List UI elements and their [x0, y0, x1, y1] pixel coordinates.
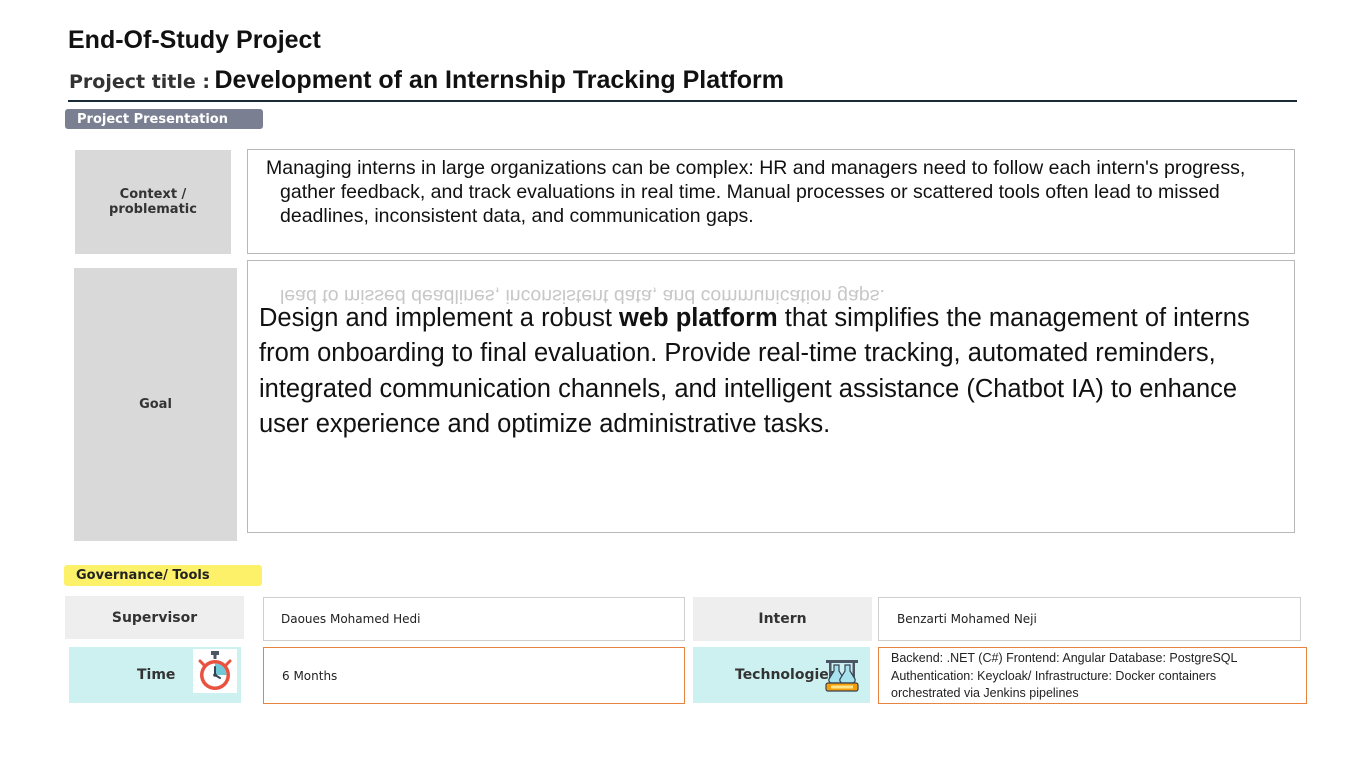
- intern-value[interactable]: Benzarti Mohamed Neji: [878, 597, 1301, 641]
- section-tag-presentation: Project Presentation: [65, 109, 263, 129]
- goal-text-bold: web platform: [619, 304, 778, 332]
- time-value[interactable]: 6 Months: [263, 647, 685, 704]
- context-label-text: Context / problematic: [109, 187, 197, 217]
- goal-text: Design and implement a robust web platfo…: [259, 301, 1269, 442]
- supervisor-value[interactable]: Daoues Mohamed Hedi: [263, 597, 685, 641]
- context-text: Managing interns in large organizations …: [266, 157, 1246, 227]
- goal-label-text: Goal: [139, 397, 172, 412]
- time-label: Time: [69, 647, 241, 703]
- context-textbox[interactable]: Managing interns in large organizations …: [247, 149, 1295, 254]
- section-tag-governance: Governance/ Tools: [64, 565, 262, 586]
- technologies-label: Technologies: [693, 647, 870, 703]
- technologies-text: Backend: .NET (C#) Frontend: Angular Dat…: [891, 650, 1237, 703]
- technologies-line: Backend: .NET (C#) Frontend: Angular Dat…: [891, 651, 1238, 665]
- technologies-line: orchestrated via Jenkins pipelines: [891, 686, 1079, 700]
- project-title-text: Development of an Internship Tracking Pl…: [214, 66, 784, 94]
- stopwatch-icon: [193, 649, 237, 693]
- technologies-label-text: Technologies: [735, 667, 838, 683]
- goal-textbox[interactable]: lead to missed deadlines, inconsistent d…: [247, 260, 1295, 533]
- project-title-line: Project title : Development of an Intern…: [69, 66, 784, 95]
- goal-label: Goal: [74, 268, 237, 541]
- context-label: Context / problematic: [75, 150, 231, 254]
- technologies-value[interactable]: Backend: .NET (C#) Frontend: Angular Dat…: [878, 647, 1307, 704]
- lab-flasks-icon: [824, 657, 860, 693]
- header-divider: [68, 100, 1297, 102]
- goal-text-end: that simplifies the management of intern…: [259, 304, 1250, 438]
- intern-label: Intern: [693, 597, 872, 641]
- project-title-label: Project title :: [69, 71, 210, 93]
- supervisor-label: Supervisor: [65, 596, 244, 639]
- technologies-line: Authentication: Keycloak/ Infrastructure…: [891, 668, 1217, 683]
- goal-text-start: Design and implement a robust: [259, 304, 620, 332]
- time-label-text: Time: [137, 667, 176, 683]
- page-title: End-Of-Study Project: [68, 26, 321, 54]
